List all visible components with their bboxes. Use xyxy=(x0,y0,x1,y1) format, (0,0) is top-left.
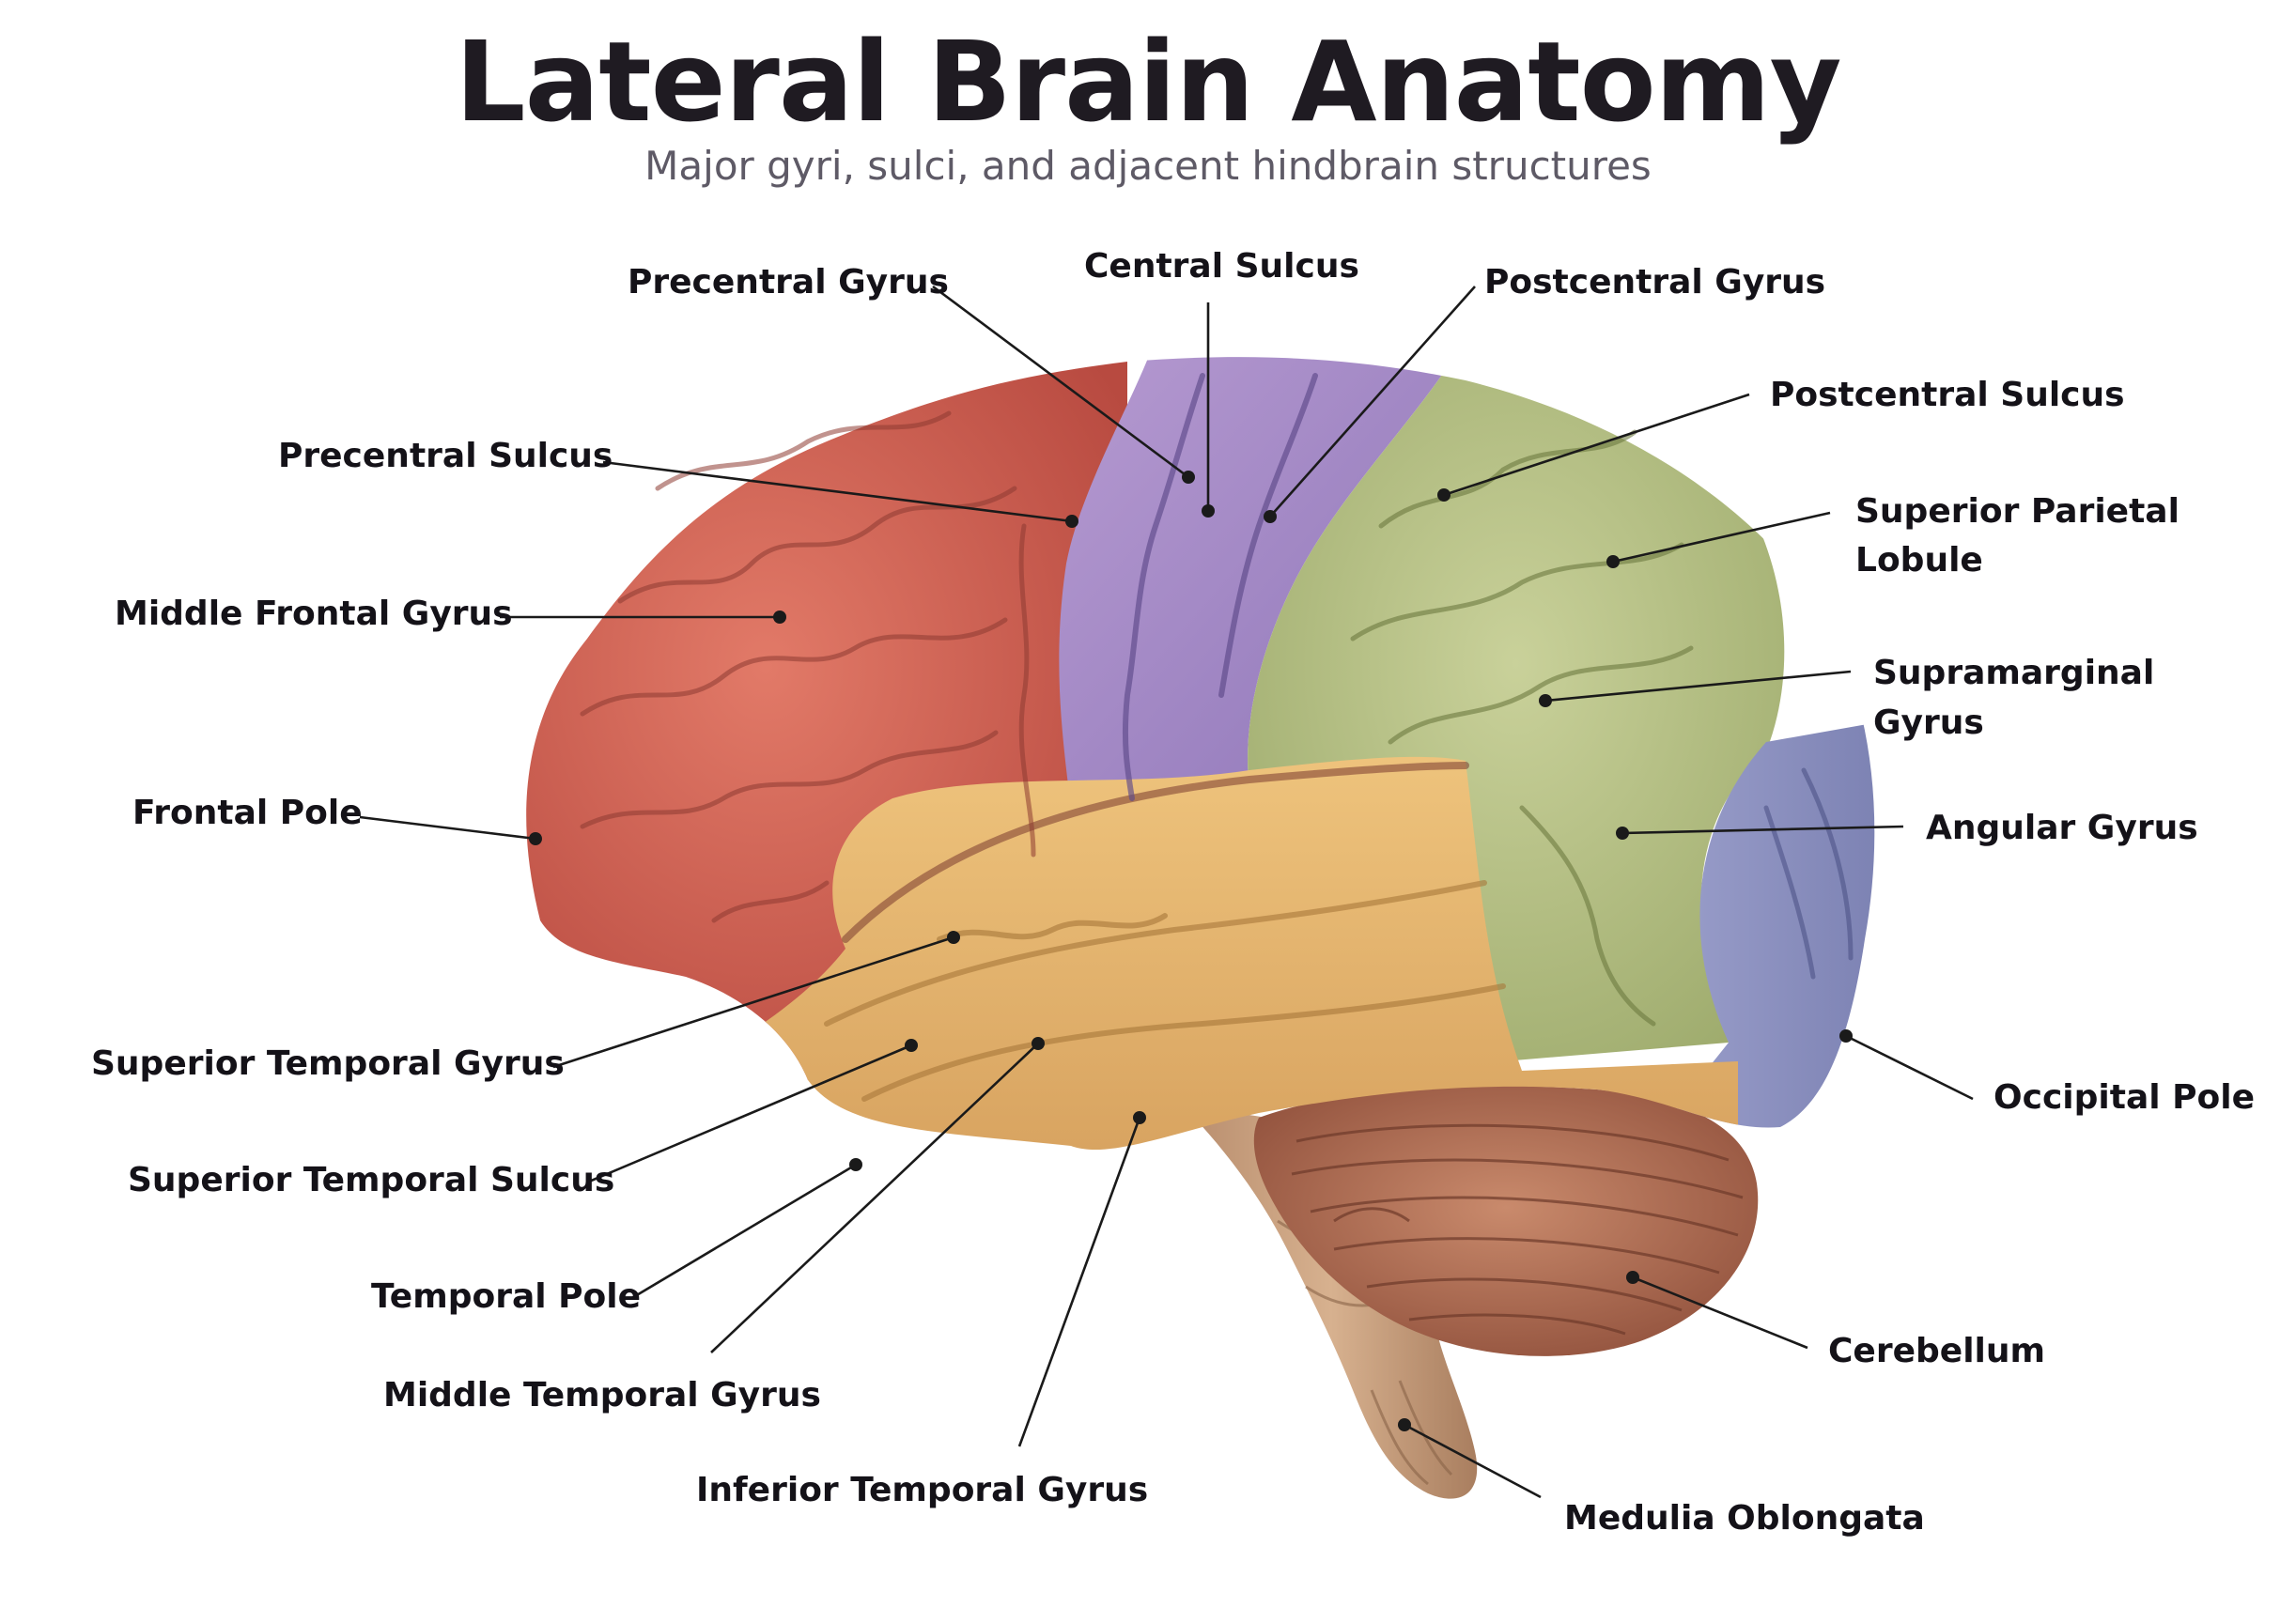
dot-superior-temporal-sulcus xyxy=(905,1039,918,1052)
label-precentral-gyrus: Precentral Gyrus xyxy=(628,263,949,301)
leader-superior-temporal-gyrus xyxy=(552,935,954,1069)
label-central-sulcus: Central Sulcus xyxy=(1084,247,1359,286)
label-cerebellum: Cerebellum xyxy=(1828,1332,2045,1370)
leader-middle-temporal-gyrus xyxy=(710,1043,1039,1353)
leader-frontal-pole xyxy=(359,815,536,841)
temporal-lobe xyxy=(526,756,1738,1151)
label-supramarginal-gyrus-line2: Gyrus xyxy=(1873,703,1984,742)
label-supramarginal-gyrus-line1: Supramarginal xyxy=(1873,654,2154,692)
leader-angular-gyrus xyxy=(1621,825,1904,835)
leader-temporal-pole xyxy=(629,1163,857,1301)
leader-occipital-pole xyxy=(1845,1034,1974,1101)
strip-folds xyxy=(1122,373,1318,801)
dot-precentral-gyrus xyxy=(1182,471,1195,484)
label-frontal-pole: Frontal Pole xyxy=(132,794,363,832)
label-occipital-pole: Occipital Pole xyxy=(1993,1078,2255,1117)
dot-cerebellum xyxy=(1626,1271,1639,1284)
dot-middle-temporal-gyrus xyxy=(1032,1037,1045,1050)
dot-medulla-oblongata xyxy=(1398,1418,1411,1431)
labels: Precentral Gyrus Central Sulcus Postcent… xyxy=(91,247,2255,1538)
leader-superior-temporal-sulcus xyxy=(588,1043,912,1183)
leader-precentral-sulcus xyxy=(602,460,1073,523)
dot-central-sulcus xyxy=(1202,504,1215,518)
cerebellum xyxy=(1253,1086,1759,1356)
label-superior-temporal-gyrus: Superior Temporal Gyrus xyxy=(91,1044,565,1083)
label-temporal-pole: Temporal Pole xyxy=(371,1277,641,1316)
occipital-folds xyxy=(1763,767,1854,980)
label-postcentral-gyrus: Postcentral Gyrus xyxy=(1484,263,1825,301)
dot-precentral-sulcus xyxy=(1065,515,1078,528)
label-middle-temporal-gyrus: Middle Temporal Gyrus xyxy=(383,1376,821,1414)
label-superior-parietal-lobule-line2: Lobule xyxy=(1855,541,1983,580)
label-angular-gyrus: Angular Gyrus xyxy=(1926,809,2198,847)
temporal-folds xyxy=(824,880,1506,1102)
label-medulla-oblongata: Medulia Oblongata xyxy=(1564,1499,1925,1538)
dot-superior-temporal-gyrus xyxy=(947,931,960,944)
label-precentral-sulcus: Precentral Sulcus xyxy=(278,437,613,475)
label-postcentral-sulcus: Postcentral Sulcus xyxy=(1770,376,2125,414)
leader-lines xyxy=(359,285,1974,1499)
cerebellar-folia xyxy=(1291,1123,1744,1336)
label-superior-temporal-sulcus: Superior Temporal Sulcus xyxy=(128,1161,614,1199)
label-inferior-temporal-gyrus: Inferior Temporal Gyrus xyxy=(696,1471,1148,1509)
page-title: Lateral Brain Anatomy xyxy=(455,17,1841,147)
dot-temporal-pole xyxy=(849,1158,862,1171)
dot-postcentral-sulcus xyxy=(1437,488,1451,502)
dot-inferior-temporal-gyrus xyxy=(1133,1111,1146,1124)
leader-postcentral-gyrus xyxy=(1269,286,1476,518)
page-subtitle: Major gyri, sulci, and adjacent hindbrai… xyxy=(644,143,1652,189)
leader-medulla-oblongata xyxy=(1404,1423,1542,1499)
leader-inferior-temporal-gyrus xyxy=(1017,1117,1141,1447)
dot-middle-frontal-gyrus xyxy=(773,611,786,624)
lateral-fissure xyxy=(842,762,1469,943)
dot-supramarginal-gyrus xyxy=(1539,694,1552,707)
leader-cerebellum xyxy=(1632,1275,1808,1350)
leader-postcentral-sulcus xyxy=(1443,393,1750,497)
dot-occipital-pole xyxy=(1839,1029,1853,1043)
dot-postcentral-gyrus xyxy=(1264,510,1277,523)
frontal-folds xyxy=(580,410,1036,923)
leader-superior-parietal-lobule xyxy=(1612,511,1831,564)
dot-angular-gyrus xyxy=(1616,827,1629,840)
leader-supramarginal-gyrus xyxy=(1544,670,1852,703)
dot-frontal-pole xyxy=(529,832,542,845)
parietal-folds xyxy=(1350,429,1694,1027)
dot-superior-parietal-lobule xyxy=(1606,555,1620,568)
leader-precentral-gyrus xyxy=(932,285,1189,479)
label-middle-frontal-gyrus: Middle Frontal Gyrus xyxy=(115,595,513,633)
label-superior-parietal-lobule-line1: Superior Parietal xyxy=(1855,492,2180,531)
